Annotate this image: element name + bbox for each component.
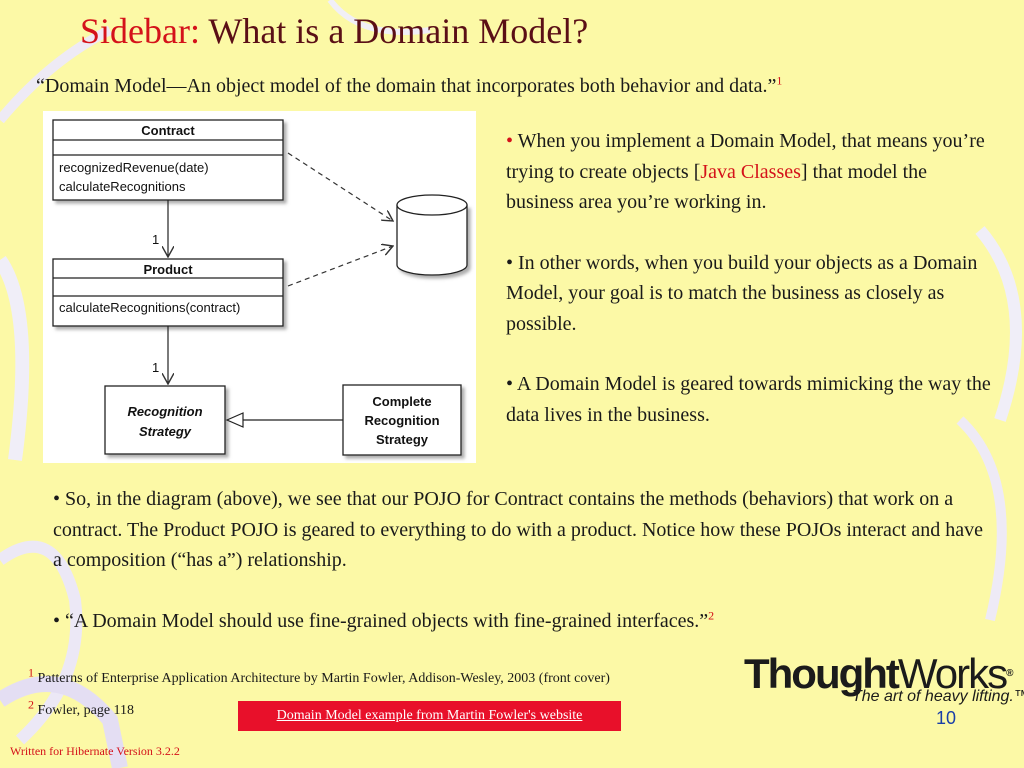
contract-method-2: calculateRecognitions: [59, 179, 186, 194]
contract-db-dependency: [287, 152, 393, 221]
java-classes-highlight: Java Classes: [700, 160, 801, 183]
contract-method-1: recognizedRevenue(date): [59, 160, 209, 175]
bottom-bullet-2-text: “A Domain Model should use fine-grained …: [65, 609, 709, 632]
title-prefix: Sidebar:: [80, 11, 200, 51]
title-main: What is a Domain Model?: [208, 11, 589, 51]
footnote-1: 1 Patterns of Enterprise Application Arc…: [28, 666, 610, 687]
domain-model-diagram: Contract recognizedRevenue(date) calcula…: [43, 111, 476, 463]
product-class-title: Product: [143, 262, 193, 277]
footnote-1-number: 1: [28, 665, 34, 680]
footnote-1-text: Patterns of Enterprise Application Archi…: [37, 671, 610, 686]
product-method-1: calculateRecognitions(contract): [59, 300, 240, 315]
bottom-bullet-2-footnote-ref: 2: [708, 607, 715, 622]
definition-quote: “Domain Model—An object model of the dom…: [36, 73, 783, 98]
footnote-2: 2 Fowler, page 118: [28, 698, 135, 719]
recognition-strategy-class: Recognition Strategy: [104, 385, 226, 455]
right-bullet-2-text: In other words, when you build your obje…: [506, 251, 978, 335]
footer-note: Written for Hibernate Version 3.2.2: [10, 744, 180, 758]
database-icon: [396, 194, 468, 276]
quote-footnote-ref: 1: [776, 73, 783, 88]
right-bullet-3-text: A Domain Model is geared towards mimicki…: [506, 373, 991, 426]
right-bullet-1-part-1: When you implement a Domain Model, that …: [506, 130, 985, 183]
recognition-strategy-line-2: Strategy: [139, 424, 192, 439]
multiplicity-label-1: 1: [152, 232, 159, 247]
page-number: 10: [936, 708, 957, 728]
fowler-website-link[interactable]: Domain Model example from Martin Fowler'…: [238, 701, 621, 731]
bottom-bullet-list: • So, in the diagram (above), we see tha…: [53, 484, 993, 666]
footnote-2-text: Fowler, page 118: [37, 703, 135, 718]
quote-text: “Domain Model—An object model of the dom…: [36, 75, 777, 97]
contract-class-title: Contract: [141, 123, 195, 138]
uml-diagram: Contract recognizedRevenue(date) calcula…: [52, 119, 468, 456]
complete-recognition-strategy-class: Complete Recognition Strategy: [342, 384, 462, 456]
bottom-bullet-2: • “A Domain Model should use fine-graine…: [53, 607, 715, 632]
complete-strategy-line-1: Complete: [372, 394, 431, 409]
product-db-dependency: [287, 246, 393, 287]
logo-wordmark: ThoughtWorks®: [744, 650, 1014, 698]
right-bullet-3: • A Domain Model is geared towards mimic…: [506, 373, 991, 426]
logo-registered: ®: [1006, 668, 1014, 679]
multiplicity-label-2: 1: [152, 360, 159, 375]
product-class: Product calculateRecognitions(contract): [52, 258, 284, 327]
contract-class: Contract recognizedRevenue(date) calcula…: [52, 119, 284, 201]
complete-strategy-line-3: Strategy: [376, 432, 429, 447]
right-bullet-list: • When you implement a Domain Model, tha…: [506, 126, 996, 460]
logo-light: Works: [897, 650, 1008, 697]
logo-bold: Thought: [744, 650, 900, 697]
logo-tagline: The art of heavy lifting.™: [852, 688, 1024, 705]
right-bullet-1-part-2: ] that model the business area you’re wo…: [506, 160, 927, 214]
right-bullet-1: • When you implement a Domain Model, tha…: [506, 130, 985, 214]
right-bullet-2: • In other words, when you build your ob…: [506, 251, 978, 335]
bottom-bullet-1: • So, in the diagram (above), we see tha…: [53, 488, 983, 571]
complete-strategy-line-2: Recognition: [364, 413, 439, 428]
recognition-strategy-line-1: Recognition: [127, 404, 202, 419]
inheritance-arrow: [225, 412, 343, 428]
footnote-2-number: 2: [28, 697, 34, 712]
thoughtworks-logo: ThoughtWorks® The art of heavy lifting.™: [744, 650, 1024, 710]
slide-title: Sidebar: What is a Domain Model?: [80, 10, 588, 52]
bottom-bullet-1-text: So, in the diagram (above), we see that …: [53, 488, 983, 571]
